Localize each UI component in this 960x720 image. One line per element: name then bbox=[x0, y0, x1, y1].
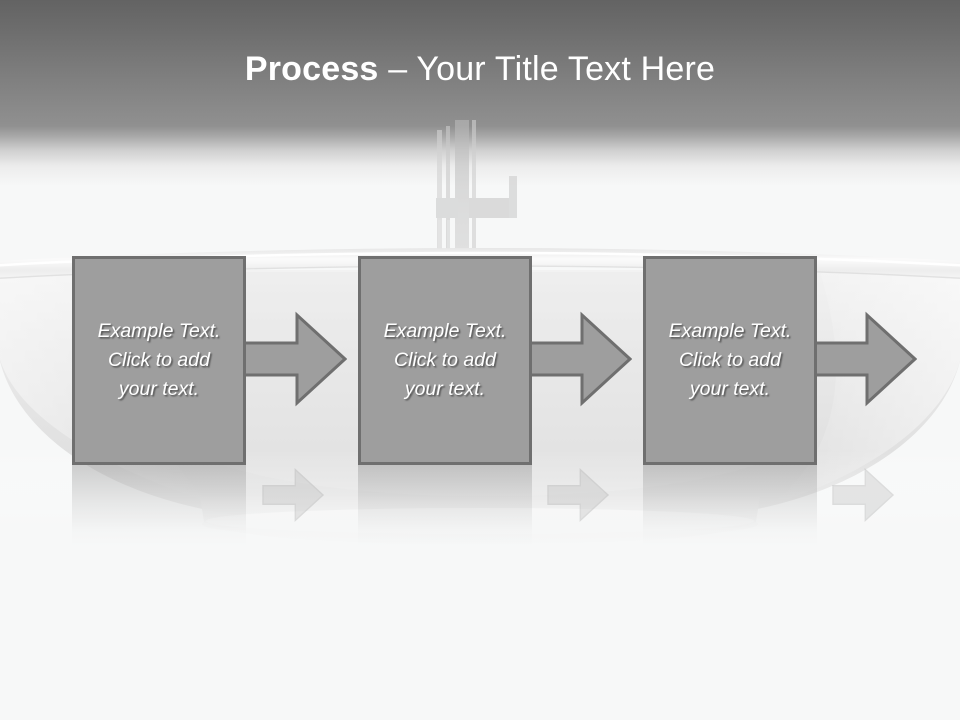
step-reflection bbox=[643, 465, 817, 547]
arrow-right-icon bbox=[239, 311, 347, 407]
arrow-reflection-shape bbox=[832, 467, 895, 523]
title-band bbox=[0, 0, 960, 200]
arrow-reflection bbox=[809, 465, 917, 525]
arrow-right-icon bbox=[809, 311, 917, 407]
step-placeholder-text[interactable]: Example Text. Click to add your text. bbox=[97, 320, 221, 400]
step-placeholder-text[interactable]: Example Text. Click to add your text. bbox=[383, 320, 507, 400]
arrow-right-icon bbox=[524, 311, 632, 407]
arrow-reflection-shape bbox=[262, 467, 325, 523]
page-title-strong: Process bbox=[244, 50, 379, 88]
process-step-3[interactable]: Example Text. Click to add your text. bbox=[643, 256, 817, 465]
process-arrow-2[interactable] bbox=[524, 307, 632, 411]
process-arrow-1[interactable] bbox=[239, 307, 347, 411]
page-title[interactable]: Process – Your Title Text Here bbox=[0, 48, 960, 90]
arrow-reflection bbox=[239, 465, 347, 525]
page-title-rest: – Your Title Text Here bbox=[378, 50, 716, 88]
process-step-1[interactable]: Example Text. Click to add your text. bbox=[72, 256, 246, 465]
step-reflection bbox=[72, 465, 246, 547]
arrow-reflection bbox=[524, 465, 632, 525]
process-step-2[interactable]: Example Text. Click to add your text. bbox=[358, 256, 532, 465]
step-placeholder-text[interactable]: Example Text. Click to add your text. bbox=[668, 320, 792, 400]
process-arrow-3[interactable] bbox=[809, 307, 917, 411]
step-reflection bbox=[358, 465, 532, 547]
arrow-reflection-shape bbox=[547, 467, 610, 523]
